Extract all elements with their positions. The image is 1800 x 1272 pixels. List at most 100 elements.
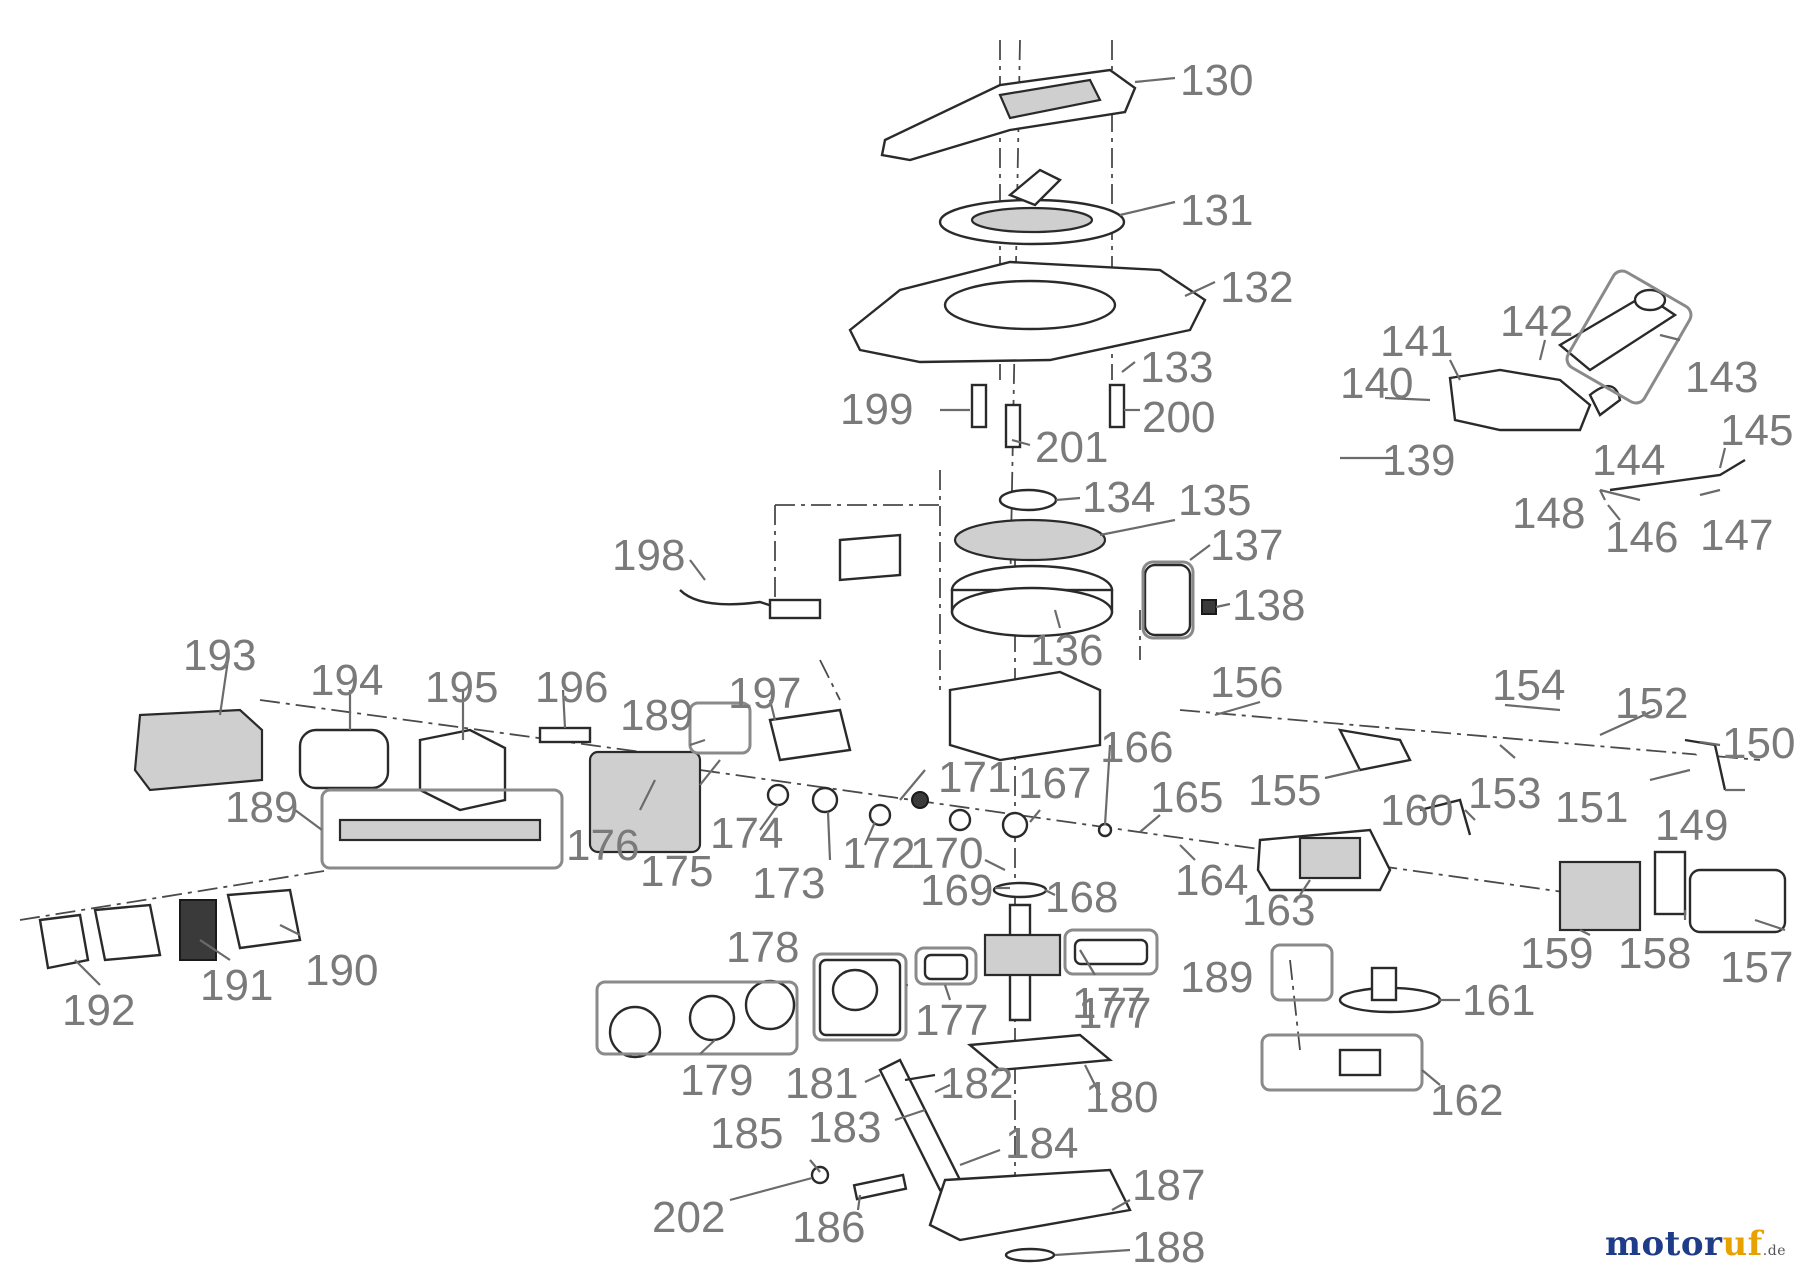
part-number: 166 <box>1100 723 1173 772</box>
part-number: 184 <box>1005 1119 1078 1168</box>
part-number: 172 <box>842 829 915 878</box>
part-number: 148 <box>1512 489 1585 538</box>
part-number: 136 <box>1030 626 1103 675</box>
part-number: 146 <box>1605 513 1678 562</box>
part-number: 135 <box>1178 476 1251 525</box>
part-number: 189 <box>620 691 693 740</box>
part-number: 152 <box>1615 679 1688 728</box>
assembly-axes <box>19 39 1761 1230</box>
motoruf-watermark: motoruf.de <box>1605 1224 1786 1264</box>
part-number: 176 <box>566 821 639 870</box>
part-number: 159 <box>1520 929 1593 978</box>
part-number: 150 <box>1722 719 1795 768</box>
group-box-179 <box>595 980 799 1056</box>
fuel-tank <box>1448 368 1592 432</box>
part-number: 171 <box>938 753 1011 802</box>
part-number: 190 <box>305 946 378 995</box>
part-number: 155 <box>1248 766 1321 815</box>
leader-lines <box>74 76 1786 1257</box>
part-number: 137 <box>1210 521 1283 570</box>
part-number: 151 <box>1555 783 1628 832</box>
heat-shield <box>418 728 507 812</box>
group-box-162 <box>1260 1033 1424 1092</box>
part-number: 175 <box>640 847 713 896</box>
part-number: 198 <box>612 531 685 580</box>
spark-plug-lead <box>679 589 791 614</box>
group-box-189-upper <box>688 701 752 755</box>
part-number: 188 <box>1132 1223 1205 1272</box>
part-number: 153 <box>1468 769 1541 818</box>
part-number: 154 <box>1492 661 1565 710</box>
part-number: 197 <box>728 669 801 718</box>
part-number: 131 <box>1180 186 1253 235</box>
part-number: 192 <box>62 986 135 1035</box>
part-number: 142 <box>1500 297 1573 346</box>
part-number: 177 <box>915 996 988 1045</box>
part-number: 132 <box>1220 263 1293 312</box>
part-number: 201 <box>1035 423 1108 472</box>
part-number: 200 <box>1142 393 1215 442</box>
part-number: 174 <box>710 809 783 858</box>
part-number: 156 <box>1210 658 1283 707</box>
part-number: 160 <box>1380 786 1453 835</box>
crankcase-block <box>948 670 1102 762</box>
group-box-137 <box>1141 560 1195 640</box>
part-number: 177 <box>1072 979 1145 1028</box>
part-number: 157 <box>1720 943 1793 992</box>
part-number: 189 <box>1180 953 1253 1002</box>
part-number: 183 <box>808 1103 881 1152</box>
part-number: 173 <box>752 859 825 908</box>
part-number: 182 <box>940 1059 1013 1108</box>
part-number: 193 <box>183 631 256 680</box>
cooling-fan <box>953 518 1107 562</box>
part-number: 168 <box>1045 873 1118 922</box>
air-filter-element <box>1558 860 1642 932</box>
part-number: 165 <box>1150 773 1223 822</box>
muffler <box>298 728 390 790</box>
part-number: 186 <box>792 1203 865 1252</box>
part-number: 191 <box>200 961 273 1010</box>
part-number: 134 <box>1082 473 1155 522</box>
part-number: 130 <box>1180 56 1253 105</box>
part-number: 162 <box>1430 1076 1503 1125</box>
part-number: 138 <box>1232 581 1305 630</box>
part-number: 140 <box>1340 359 1413 408</box>
part-number: 187 <box>1132 1161 1205 1210</box>
part-number: 202 <box>652 1193 725 1242</box>
part-number: 196 <box>535 663 608 712</box>
part-number: 133 <box>1140 343 1213 392</box>
part-number: 178 <box>726 923 799 972</box>
watermark-brand-a: motor <box>1604 1224 1723 1264</box>
piston-ring <box>608 1005 662 1059</box>
part-number: 161 <box>1462 976 1535 1025</box>
watermark-brand-b: uf <box>1722 1224 1763 1264</box>
part-number: 141 <box>1380 317 1453 366</box>
part-number: 180 <box>1085 1073 1158 1122</box>
part-number: 167 <box>1018 759 1091 808</box>
crankcase-cover <box>928 1168 1132 1242</box>
part-number: 181 <box>785 1059 858 1108</box>
part-number: 139 <box>1382 436 1455 485</box>
part-number: 179 <box>680 1056 753 1105</box>
part-drawings <box>38 68 1787 1263</box>
part-number: 145 <box>1720 406 1793 455</box>
pulley-nut <box>998 488 1058 512</box>
part-number: 170 <box>910 829 983 878</box>
part-number: 177 <box>1078 989 1151 1038</box>
part-number: 147 <box>1700 511 1773 560</box>
part-number-labels: 130 131 132 133 134 135 136 137 138 139 … <box>62 56 1795 1272</box>
part-number: 163 <box>1242 886 1315 935</box>
watermark-tld: .de <box>1762 1243 1786 1259</box>
part-number: 143 <box>1685 353 1758 402</box>
part-number: 149 <box>1655 801 1728 850</box>
air-filter-cover <box>1688 868 1787 934</box>
part-number: 199 <box>840 385 913 434</box>
group-box-143 <box>1565 269 1693 405</box>
part-number: 169 <box>920 866 993 915</box>
part-number: 194 <box>310 656 383 705</box>
part-number: 195 <box>425 663 498 712</box>
part-number: 144 <box>1592 436 1665 485</box>
top-cover-grille <box>998 78 1102 120</box>
fuel-cap <box>1557 293 1678 372</box>
